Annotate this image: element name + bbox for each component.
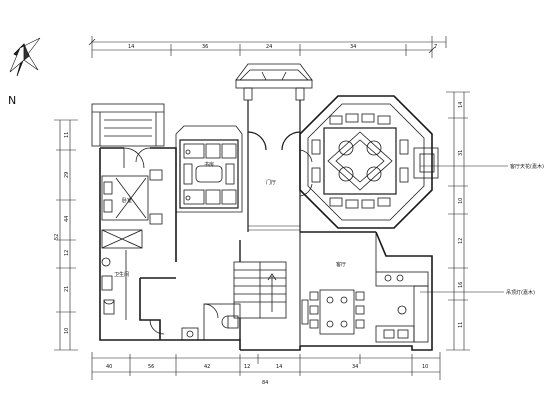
entrance-canopy: [235, 63, 313, 101]
kitchen-counter: [375, 232, 429, 343]
hall: [247, 100, 301, 232]
dim-bottom-7: 10: [422, 364, 428, 370]
dim-top-2: 36: [202, 44, 208, 50]
staircase: [233, 240, 287, 340]
room-label-living: 客厅: [336, 261, 346, 268]
dim-bottom-6: 34: [352, 364, 358, 370]
dim-right-4: 12: [458, 238, 464, 244]
bottom-dimension-chain: [91, 352, 441, 380]
study-room: [175, 125, 243, 213]
room-label-hall: 门厅: [266, 179, 276, 186]
dim-bottom-4: 12: [244, 364, 250, 370]
dim-bottom-5: 14: [276, 364, 282, 370]
dim-bottom-1: 40: [106, 364, 112, 370]
north-arrow-icon: [9, 37, 41, 77]
bedroom-door: [123, 147, 151, 169]
wc: [181, 303, 241, 341]
left-dimension-chain: [54, 119, 78, 351]
dim-left-5: 21: [64, 286, 70, 292]
room-label-bath: 卫生间: [114, 271, 129, 278]
dim-right-2: 31: [458, 150, 464, 156]
room-label-bedroom: 卧室: [122, 197, 132, 204]
dim-top-5: 7: [434, 44, 437, 50]
top-dimension-chain: [88, 36, 447, 58]
north-label: N: [8, 94, 16, 107]
callout-light: 吊顶灯(嘉木): [506, 289, 535, 296]
room-label-study: 书房: [204, 161, 214, 168]
dining-table: [301, 289, 365, 335]
dim-left-2: 29: [64, 172, 70, 178]
dim-right-6: 11: [458, 322, 464, 328]
dim-left-4: 12: [64, 250, 70, 256]
callout-leaders: [420, 165, 508, 293]
dim-right-3: 10: [458, 198, 464, 204]
dim-top-4: 34: [350, 44, 356, 50]
right-dimension-chain: [446, 91, 470, 351]
dim-bottom-3: 42: [204, 364, 210, 370]
dim-top-3: 24: [266, 44, 272, 50]
dim-top-1: 14: [128, 44, 134, 50]
bedroom-bed: [101, 169, 163, 225]
dim-left-3: 44: [64, 216, 70, 222]
octagon-living-room: [299, 95, 439, 229]
dim-right-1: 14: [458, 102, 464, 108]
dim-left-6: 10: [64, 328, 70, 334]
bathroom-fixtures: [101, 250, 165, 335]
dim-left-1: 11: [64, 132, 70, 138]
dim-left-overall: 52: [54, 234, 60, 240]
dim-bottom-2: 56: [148, 364, 154, 370]
dim-bottom-overall: 84: [262, 380, 268, 386]
dim-right-5: 16: [458, 282, 464, 288]
callout-ceiling: 客厅天花(嘉木): [510, 163, 544, 170]
bedroom-wardrobe: [101, 229, 143, 249]
balcony: [91, 103, 165, 147]
